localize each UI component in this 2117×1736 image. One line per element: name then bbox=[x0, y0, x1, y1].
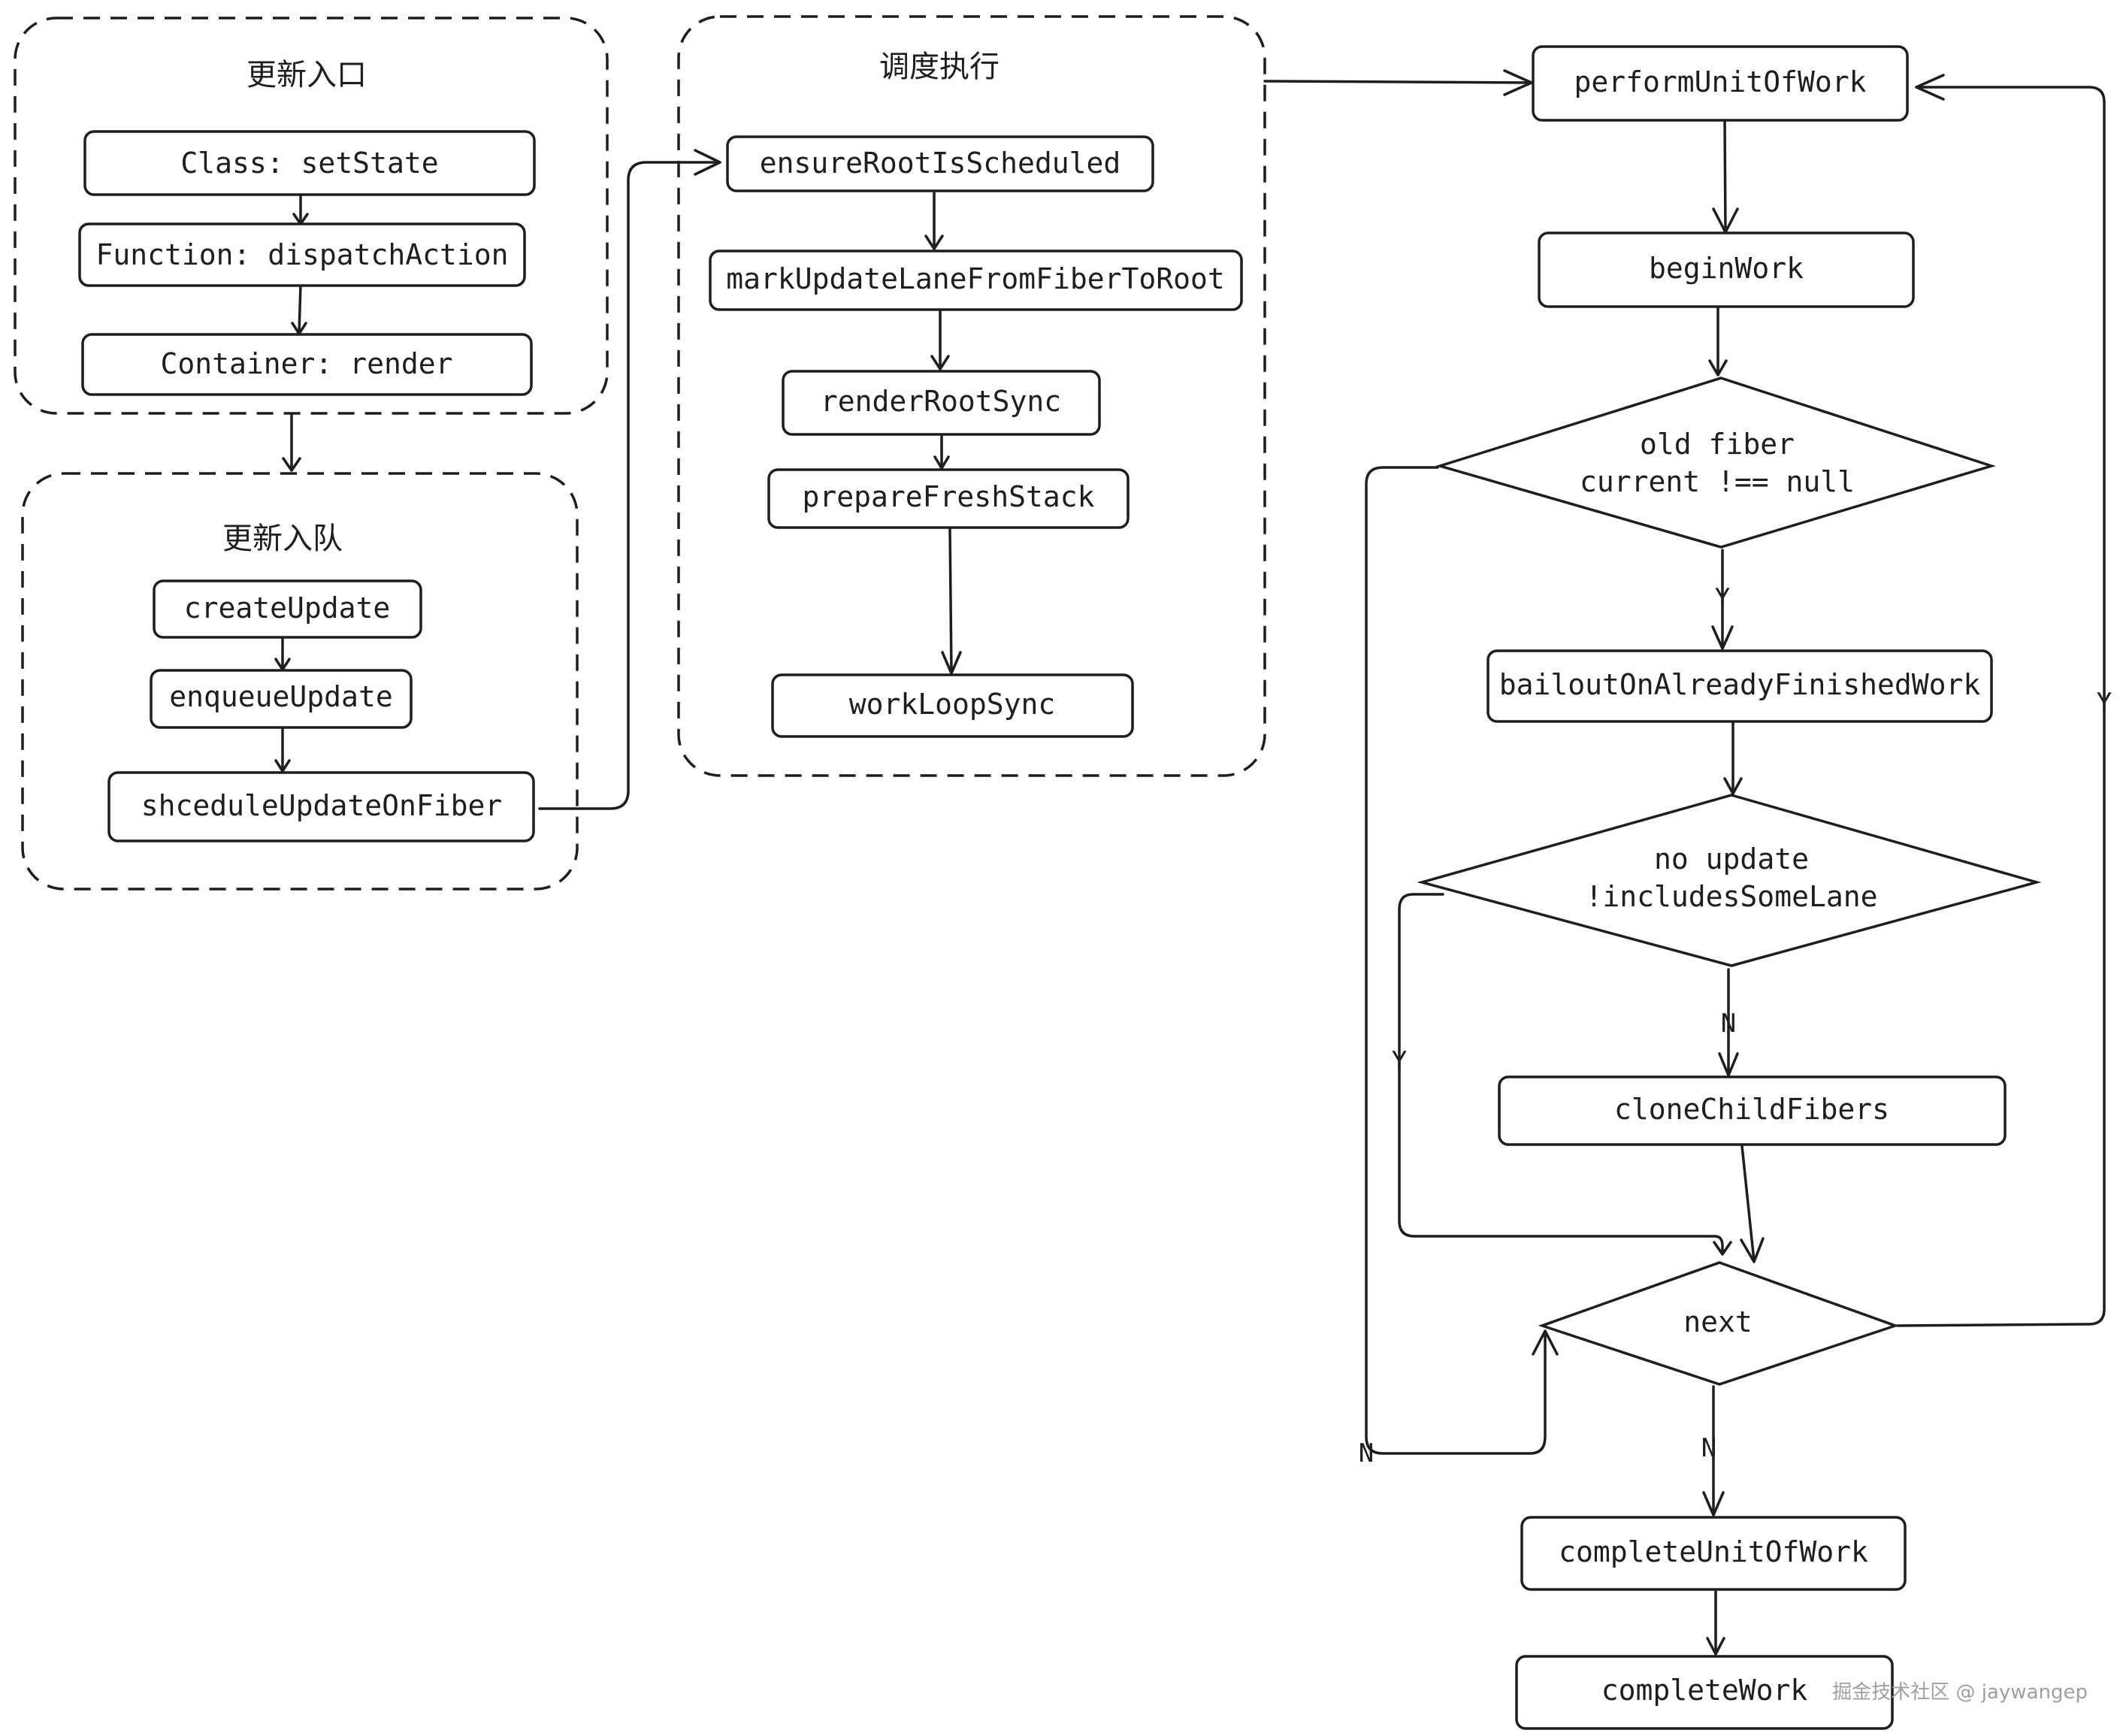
decision-old-fiber-line1: old fiber bbox=[1640, 428, 1795, 461]
node-function-dispatchaction[interactable]: Function: dispatchAction bbox=[78, 222, 526, 287]
node-markupdatelane[interactable]: markUpdateLaneFromFiberToRoot bbox=[709, 250, 1243, 311]
label-next-yes: Y bbox=[2097, 688, 2112, 718]
decision-no-update-line2: !includesSomeLane bbox=[1586, 880, 1878, 913]
node-completework[interactable]: completeWork bbox=[1515, 1655, 1894, 1730]
group-enqueue-container bbox=[21, 472, 579, 891]
arrowhead bbox=[941, 651, 962, 675]
node-completeunitofwork-label: completeUnitOfWork bbox=[1559, 1535, 1868, 1568]
arrowhead bbox=[924, 234, 944, 250]
node-ensurerootisscheduled-label: ensureRootIsScheduled bbox=[760, 147, 1120, 180]
group-entry-container bbox=[14, 17, 609, 415]
node-performunitofwork[interactable]: performUnitOfWork bbox=[1532, 45, 1909, 122]
arrowhead bbox=[1708, 359, 1728, 377]
node-preparefreshstack[interactable]: prepareFreshStack bbox=[767, 468, 1130, 529]
node-function-dispatchaction-label: Function: dispatchAction bbox=[95, 238, 508, 271]
arrowhead bbox=[1740, 1237, 1765, 1263]
edge-schedule-group-to-perform bbox=[1263, 80, 1532, 84]
arrowhead bbox=[1503, 69, 1533, 96]
arrowhead bbox=[694, 149, 721, 176]
arrowhead bbox=[930, 355, 950, 370]
node-completeunitofwork[interactable]: completeUnitOfWork bbox=[1520, 1516, 1907, 1591]
node-workloopsync[interactable]: workLoopSync bbox=[771, 673, 1134, 738]
node-class-setstate[interactable]: Class: setState bbox=[83, 130, 536, 196]
label-oldfiber-no: N bbox=[1359, 1438, 1374, 1468]
node-enqueueupdate-label: enqueueUpdate bbox=[169, 680, 392, 713]
node-clonechildfibers-label: cloneChildFibers bbox=[1614, 1093, 1889, 1126]
node-container-render[interactable]: Container: render bbox=[81, 333, 533, 396]
arrowhead bbox=[1711, 625, 1734, 650]
node-renderrootsync[interactable]: renderRootSync bbox=[782, 370, 1101, 436]
node-container-render-label: Container: render bbox=[161, 347, 453, 380]
node-createupdate[interactable]: createUpdate bbox=[153, 579, 422, 639]
label-oldfiber-yes: Y bbox=[1715, 583, 1730, 613]
group-entry-title: 更新入口 bbox=[246, 58, 367, 92]
arrowhead bbox=[1723, 777, 1743, 795]
node-clonechildfibers[interactable]: cloneChildFibers bbox=[1498, 1075, 2007, 1146]
decision-next[interactable]: next bbox=[1538, 1261, 1900, 1386]
decision-old-fiber[interactable]: old fiber current !== null bbox=[1435, 377, 1996, 549]
node-beginwork-label: beginWork bbox=[1649, 252, 1804, 285]
decision-no-update-line1: no update bbox=[1654, 842, 1809, 876]
node-performunitofwork-label: performUnitOfWork bbox=[1574, 65, 1867, 98]
decision-next-label: next bbox=[1683, 1305, 1753, 1338]
node-completework-label: completeWork bbox=[1601, 1674, 1808, 1707]
node-ensurerootisscheduled[interactable]: ensureRootIsScheduled bbox=[726, 135, 1154, 192]
arrowhead bbox=[1915, 74, 1945, 101]
arrowhead bbox=[1702, 1491, 1725, 1517]
watermark: 掘金技术社区 @ jaywangep bbox=[1832, 1681, 2088, 1704]
node-preparefreshstack-label: prepareFreshStack bbox=[803, 480, 1095, 513]
node-workloopsync-label: workLoopSync bbox=[849, 688, 1056, 721]
edge-schedule-to-ensure bbox=[538, 161, 721, 810]
arrowhead bbox=[282, 457, 301, 472]
node-shceduleupdateonfiber[interactable]: shceduleUpdateOnFiber bbox=[107, 771, 535, 842]
node-beginwork[interactable]: beginWork bbox=[1538, 231, 1915, 308]
edge-prepare-to-workloop bbox=[948, 526, 953, 674]
node-renderrootsync-label: renderRootSync bbox=[821, 385, 1061, 418]
arrowhead bbox=[1706, 1637, 1725, 1656]
edge-clone-to-next bbox=[1740, 1145, 1756, 1263]
node-bailout-label: bailoutOnAlreadyFinishedWork bbox=[1499, 668, 1981, 701]
label-noupdate-no: N bbox=[1721, 1009, 1736, 1039]
arrowhead bbox=[1713, 1241, 1732, 1256]
label-next-no: N bbox=[1701, 1433, 1716, 1463]
edge-noupdate-yes-to-next bbox=[1398, 893, 1724, 1255]
edge-next-yes-to-perform bbox=[1896, 86, 2106, 1327]
group-schedule-title: 调度执行 bbox=[879, 50, 1000, 84]
node-markupdatelane-label: markUpdateLaneFromFiberToRoot bbox=[726, 262, 1224, 295]
node-bailoutonalreadyfinishedwork[interactable]: bailoutOnAlreadyFinishedWork bbox=[1486, 649, 1993, 723]
decision-no-update[interactable]: no update !includesSomeLane bbox=[1417, 794, 2042, 967]
node-createupdate-label: createUpdate bbox=[184, 591, 391, 625]
arrowhead bbox=[1718, 1052, 1739, 1077]
edge-oldfiber-no-to-next bbox=[1365, 466, 1547, 1455]
edge-dispatch-to-render bbox=[298, 283, 302, 334]
node-shceduleupdateonfiber-label: shceduleUpdateOnFiber bbox=[141, 789, 502, 822]
group-schedule-container bbox=[677, 15, 1266, 777]
decision-old-fiber-line2: current !== null bbox=[1580, 465, 1855, 498]
node-enqueueupdate[interactable]: enqueueUpdate bbox=[150, 669, 413, 729]
arrowhead bbox=[1532, 1329, 1559, 1356]
label-noupdate-yes: Y bbox=[1392, 1046, 1407, 1076]
node-class-setstate-label: Class: setState bbox=[180, 147, 438, 180]
group-enqueue-title: 更新入队 bbox=[222, 522, 343, 556]
arrowhead bbox=[933, 455, 950, 470]
arrowhead bbox=[274, 759, 291, 773]
